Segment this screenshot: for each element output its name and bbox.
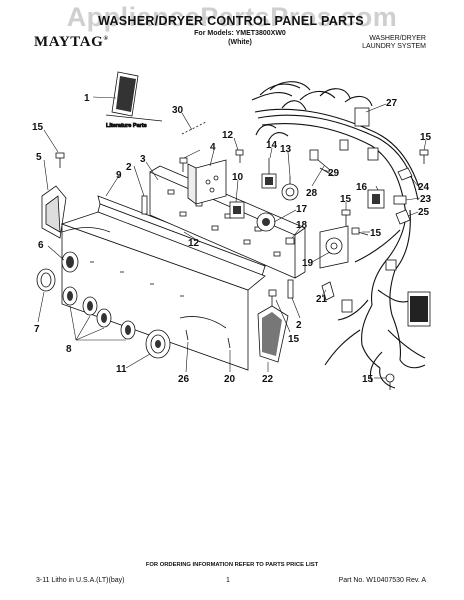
callout-7: 7	[34, 324, 40, 335]
callout-3: 3	[140, 154, 146, 165]
callout-25: 25	[418, 207, 430, 218]
callout-14: 14	[266, 140, 278, 151]
callout-1: 1	[84, 93, 90, 104]
connector-a	[339, 139, 349, 151]
callout-2: 2	[126, 162, 132, 173]
page-title: WASHER/DRYER CONTROL PANEL PARTS	[98, 14, 364, 28]
callout-8: 8	[66, 344, 72, 355]
callout-24: 24	[418, 182, 430, 193]
callout-18: 18	[296, 220, 308, 231]
callouts: 1 30 15 12 4 3 2 9 5 14 13 10 17 18 27 1…	[32, 93, 432, 385]
callout-15: 15	[32, 122, 44, 133]
switch-10	[229, 201, 245, 219]
callout-16: 16	[356, 182, 368, 193]
variant-line: (White)	[228, 39, 252, 46]
callout-29: 29	[328, 168, 340, 179]
callout-12-b: 12	[188, 238, 200, 249]
knob-7	[36, 268, 56, 292]
system-line-1: WASHER/DRYER	[369, 35, 426, 42]
callout-13: 13	[280, 144, 292, 155]
spacer-left	[141, 195, 148, 215]
callout-26: 26	[178, 374, 190, 385]
end-cap-left	[41, 185, 67, 239]
callout-21: 21	[316, 294, 328, 305]
screw-12-top	[235, 149, 244, 163]
screw-15-mid	[341, 209, 351, 228]
screw-20	[227, 337, 231, 349]
leader-30	[181, 121, 207, 135]
screw-15-bottom	[268, 289, 277, 306]
screw-28	[317, 159, 331, 171]
system-line-2: LAUNDRY SYSTEM	[362, 43, 426, 50]
callout-15-c: 15	[340, 194, 352, 205]
end-cap-right	[257, 305, 289, 363]
callout-15-f: 15	[362, 374, 374, 385]
part-24	[397, 167, 413, 181]
literature-label: Literature Parts	[106, 123, 147, 129]
callout-17: 17	[296, 204, 308, 215]
screw-26	[185, 329, 189, 341]
callout-5: 5	[36, 152, 42, 163]
clip-18	[285, 237, 295, 245]
leader-lines	[37, 96, 427, 379]
knob-6	[61, 251, 79, 273]
screw-15-left	[55, 152, 65, 168]
timer-19	[319, 225, 349, 269]
litho-note: 3-11 Litho in U.S.A.(LT)(bay)	[36, 577, 125, 584]
literature-booklet	[105, 71, 163, 122]
callout-27: 27	[386, 98, 398, 109]
screw-15-top	[179, 157, 188, 172]
callout-22: 22	[262, 374, 274, 385]
bracket-21	[321, 281, 335, 301]
watermark: AppliancePartsPros.com	[66, 2, 398, 32]
spacer-right	[287, 279, 294, 299]
brand-mark: ®	[103, 36, 109, 42]
callout-15-d: 15	[370, 228, 382, 239]
part-23	[393, 195, 407, 205]
brand-name: MAYTAG	[34, 34, 104, 50]
part-25	[395, 209, 411, 225]
callout-20: 20	[224, 374, 236, 385]
callout-28: 28	[306, 188, 318, 199]
callout-4: 4	[210, 142, 216, 153]
brand-logo: MAYTAG®	[34, 34, 109, 51]
console-panel	[60, 211, 266, 371]
connector-c	[309, 149, 319, 161]
callout-2-b: 2	[296, 320, 302, 331]
callout-15-e: 15	[288, 334, 300, 345]
part-number: Part No. W10407530 Rev. A	[338, 577, 426, 584]
socket-16	[367, 189, 385, 209]
callout-23: 23	[420, 194, 432, 205]
control-board-bracket	[149, 165, 306, 279]
knob-11	[145, 329, 171, 359]
callout-9: 9	[116, 170, 122, 181]
switch-14	[261, 158, 277, 189]
callout-11: 11	[116, 364, 127, 375]
connector-b	[367, 147, 379, 161]
callout-6: 6	[38, 240, 44, 251]
selector-13	[281, 176, 299, 201]
buttons-8	[62, 286, 136, 340]
connector-e	[341, 299, 353, 313]
callout-10: 10	[232, 172, 244, 183]
model-line: For Models: YMET3800XW0	[194, 30, 286, 37]
callout-19: 19	[302, 258, 314, 269]
screw-15-right	[419, 149, 429, 164]
screw-15-mid2	[351, 227, 369, 236]
module-4	[187, 159, 227, 205]
callout-30: 30	[172, 105, 184, 116]
ordering-note: FOR ORDERING INFORMATION REFER TO PARTS …	[145, 562, 319, 568]
rotary-switch-17	[256, 212, 276, 232]
connector-27	[354, 107, 370, 127]
callout-12: 12	[222, 130, 234, 141]
connector-f	[385, 259, 397, 271]
page-number: 1	[226, 577, 230, 584]
callout-15-b: 15	[420, 132, 432, 143]
